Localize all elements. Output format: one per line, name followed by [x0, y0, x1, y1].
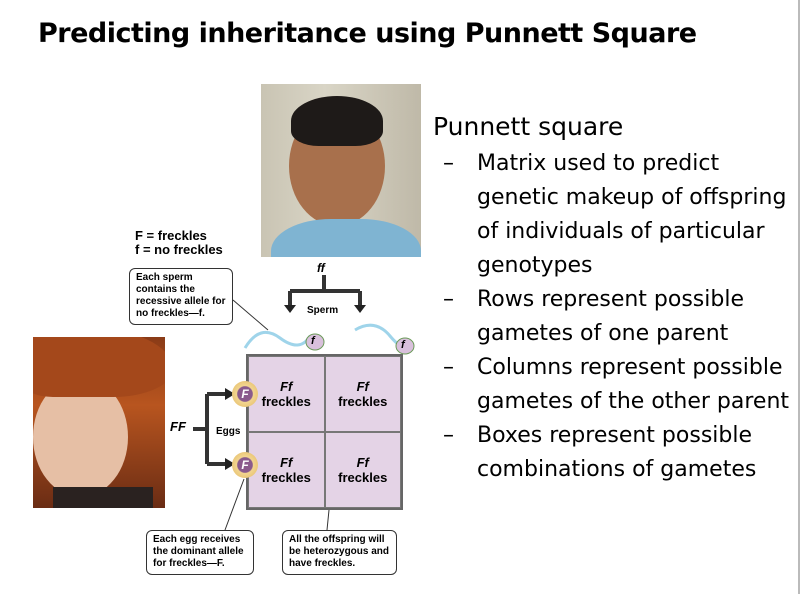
egg-icon-2: F [232, 452, 258, 478]
egg-arrows [193, 388, 235, 470]
allele-legend: F = freckles f = no freckles [135, 229, 223, 257]
bullet-content: Punnett square –Matrix used to predict g… [433, 112, 798, 487]
sperm-allele-2: f [401, 339, 405, 351]
bullet-item: –Boxes represent possible combinations o… [443, 423, 757, 482]
legend-recessive: f = no freckles [135, 242, 223, 257]
mother-genotype: FF [170, 419, 186, 434]
sperm-allele-1: f [311, 335, 315, 347]
sperm-label: Sperm [307, 305, 339, 316]
callout-offspring: All the offspring will be heterozygous a… [282, 530, 397, 575]
mother-photo [33, 337, 165, 508]
father-photo [261, 84, 421, 257]
callout-sperm: Each sperm contains the recessive allele… [129, 268, 233, 325]
bullet-item: –Rows represent possible gametes of one … [443, 287, 744, 346]
sperm-icons [243, 323, 415, 355]
slide-title: Predicting inheritance using Punnett Squ… [38, 18, 697, 49]
legend-dominant: F = freckles [135, 228, 207, 243]
egg-icon-1: F [232, 381, 258, 407]
callout-egg: Each egg receives the dominant allele fo… [146, 530, 254, 575]
bullet-item: –Columns represent possible gametes of t… [443, 355, 790, 414]
bullet-item: –Matrix used to predict genetic makeup o… [443, 151, 787, 278]
father-genotype: ff [317, 261, 325, 275]
content-heading: Punnett square [433, 112, 624, 141]
